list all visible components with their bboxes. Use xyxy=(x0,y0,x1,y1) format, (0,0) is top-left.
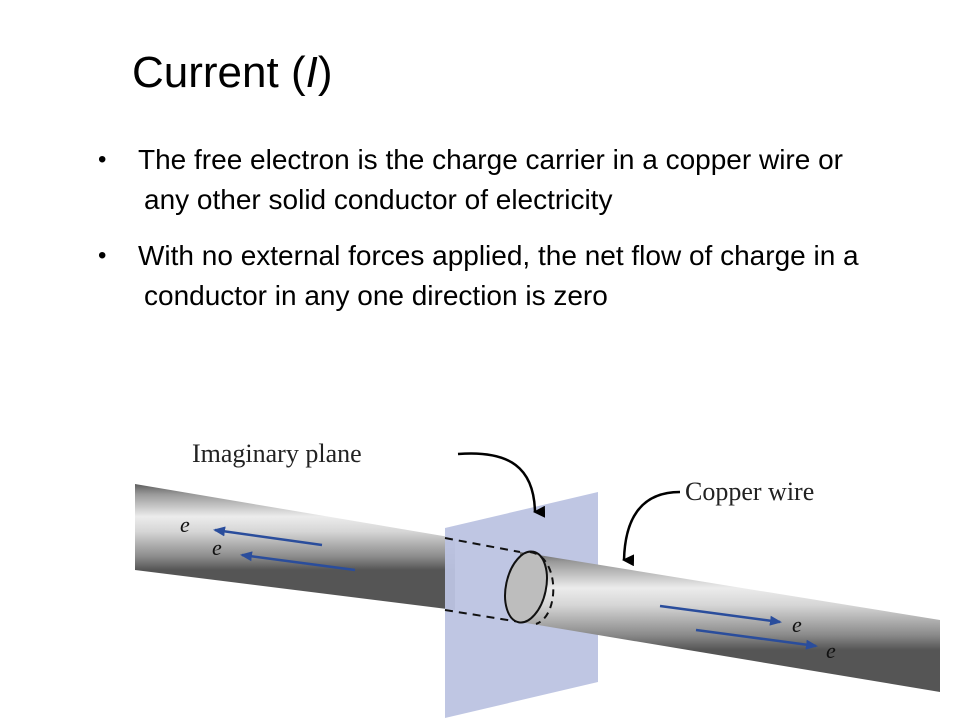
bullet-text: The free electron is the charge carrier … xyxy=(138,144,843,215)
wire-right-segment xyxy=(520,552,940,692)
current-symbol: I xyxy=(305,48,318,97)
copper-wire-diagram: e e e e Imaginary plane Copper wire xyxy=(135,439,940,718)
bullet-marker: • xyxy=(98,146,107,173)
bullet-text: With no external forces applied, the net… xyxy=(138,240,859,311)
copper-wire-callout-arrow xyxy=(622,490,681,567)
imaginary-plane-callout-arrow xyxy=(457,452,546,518)
electron-arrow-right-2 xyxy=(695,628,818,650)
electron-label: e xyxy=(826,638,836,663)
title-close-paren: ) xyxy=(317,48,333,97)
wire-left-segment xyxy=(135,484,455,610)
electron-arrow-left-2 xyxy=(240,551,356,572)
electron-label: e xyxy=(180,512,190,537)
electron-label: e xyxy=(792,612,802,637)
bullet-list: • The free electron is the charge carrie… xyxy=(98,140,888,332)
imaginary-plane-label: Imaginary plane xyxy=(192,439,362,468)
slide-title: Current (I) xyxy=(132,42,332,104)
electron-arrow-left-1 xyxy=(213,526,323,547)
electron-arrow-right-1 xyxy=(659,604,782,626)
bullet-item-net-flow: • With no external forces applied, the n… xyxy=(98,236,888,316)
bullet-marker: • xyxy=(98,242,107,269)
electron-label: e xyxy=(212,535,222,560)
bullet-item-charge-carrier: • The free electron is the charge carrie… xyxy=(98,140,888,220)
wire-hidden-outline xyxy=(444,537,521,623)
copper-wire-label: Copper wire xyxy=(685,477,814,506)
title-text: Current ( xyxy=(132,48,306,97)
